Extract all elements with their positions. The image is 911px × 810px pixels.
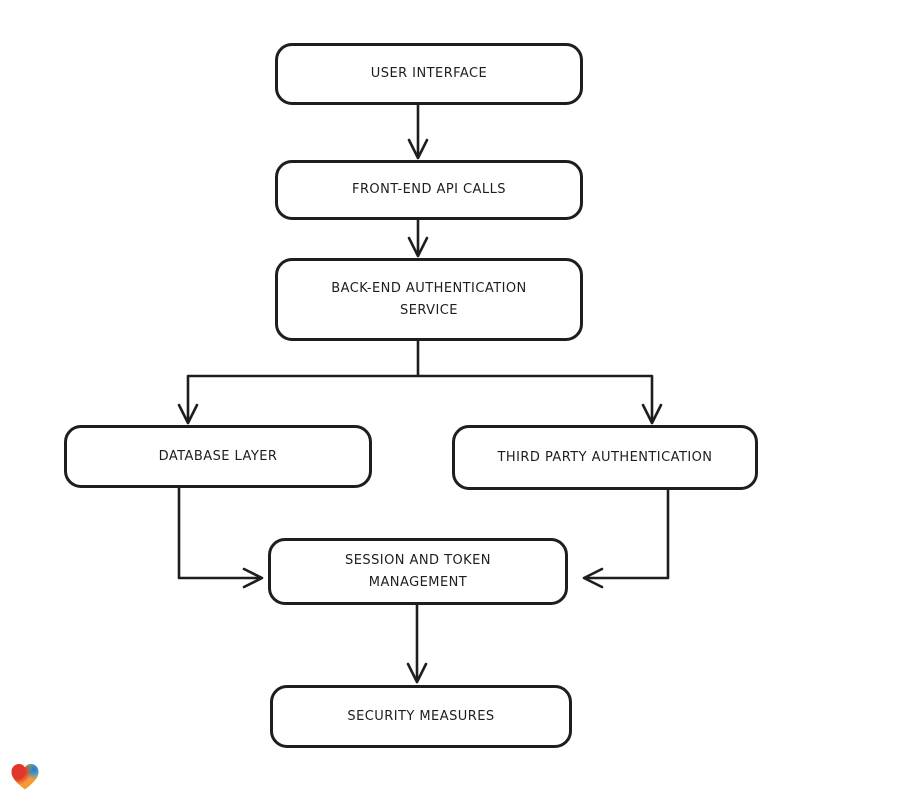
node-third-party-authentication[interactable]: THIRD PARTY AUTHENTICATION [452, 425, 758, 490]
node-front-end-api-calls[interactable]: FRONT-END API CALLS [275, 160, 583, 220]
edge-front-end-to-back-end [407, 218, 429, 258]
node-back-end-authentication-service[interactable]: BACK-END AUTHENTICATION SERVICE [275, 258, 583, 341]
node-label: THIRD PARTY AUTHENTICATION [497, 449, 713, 465]
node-security-measures[interactable]: SECURITY MEASURES [270, 685, 572, 748]
node-label: SESSION AND TOKEN MANAGEMENT [345, 553, 491, 590]
node-label: USER INTERFACE [370, 66, 488, 82]
edge-back-end-branch [177, 339, 663, 425]
node-label: FRONT-END API CALLS [352, 182, 506, 198]
edge-database-to-session [177, 486, 264, 589]
edge-session-to-security [406, 603, 428, 684]
edge-user-interface-to-front-end [407, 103, 429, 160]
gradient-heart-icon [11, 764, 39, 790]
lovable-logo[interactable] [9, 761, 41, 793]
node-label: DATABASE LAYER [158, 448, 278, 464]
node-label: SECURITY MEASURES [347, 708, 495, 724]
node-user-interface[interactable]: USER INTERFACE [275, 43, 583, 105]
edge-third-party-to-session [582, 488, 670, 589]
node-label: BACK-END AUTHENTICATION SERVICE [331, 281, 527, 318]
node-session-and-token-management[interactable]: SESSION AND TOKEN MANAGEMENT [268, 538, 568, 605]
node-database-layer[interactable]: DATABASE LAYER [64, 425, 372, 488]
